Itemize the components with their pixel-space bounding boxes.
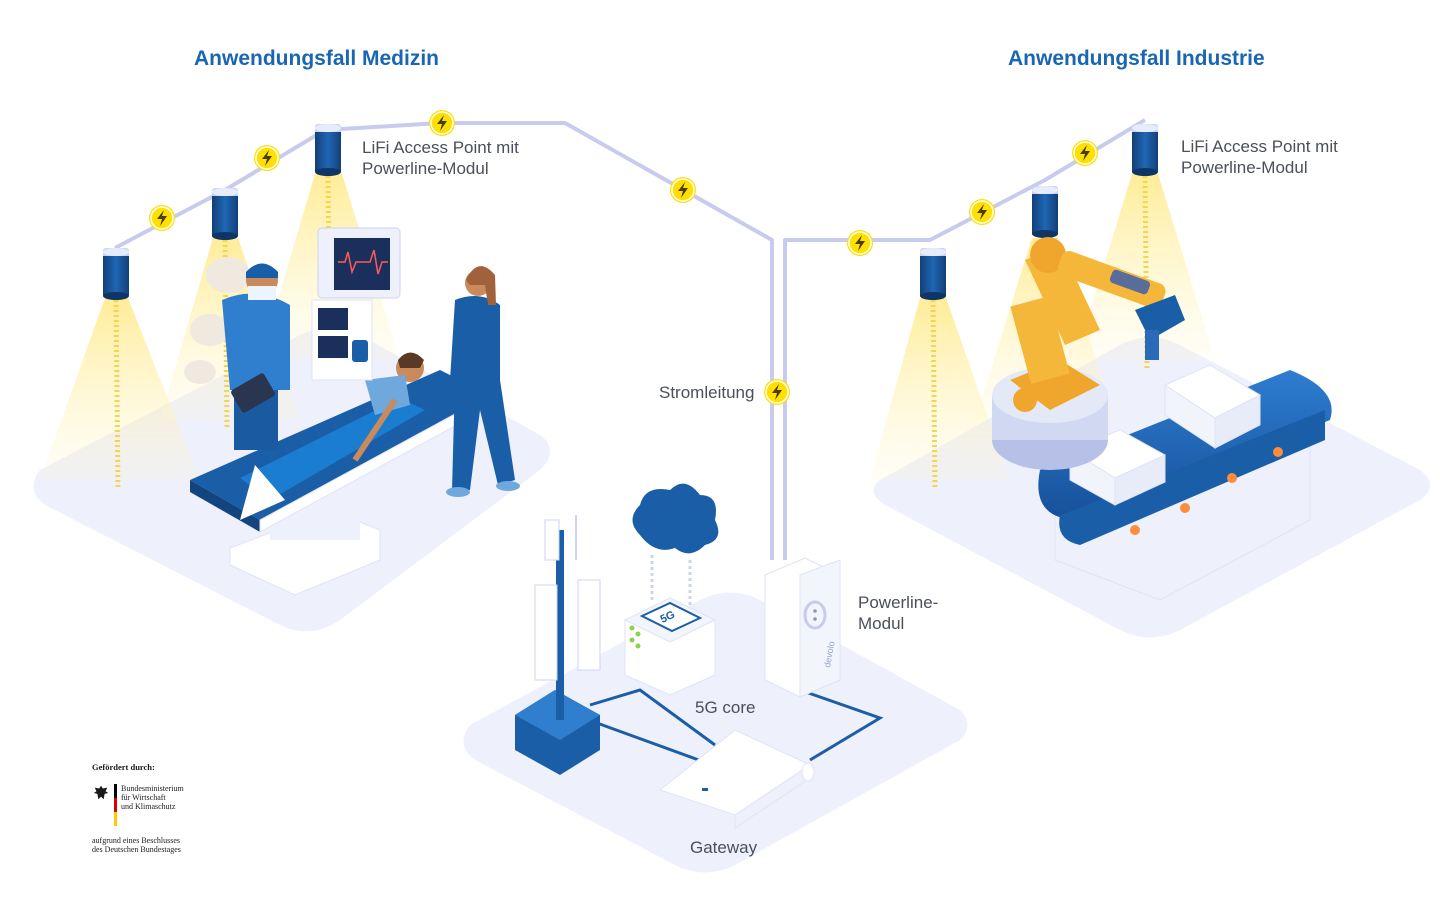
gateway-device	[658, 729, 815, 829]
federal-eagle-icon	[93, 785, 109, 800]
industry-scene	[992, 237, 1332, 601]
funding-label: Gefördert durch:	[92, 762, 155, 772]
label-powerline-module: Powerline- Modul	[858, 593, 939, 633]
label-5g-core: 5G core	[695, 698, 756, 717]
label-lifi-medical: LiFi Access Point mit Powerline-Modul	[362, 138, 519, 178]
label-power-line: Stromleitung	[659, 383, 755, 402]
german-flag-stripe	[114, 784, 117, 826]
antenna-tower	[515, 515, 601, 775]
plug-brand-label: devolo	[822, 640, 836, 668]
title-industry: Anwendungsfall Industrie	[1008, 47, 1265, 70]
cloud-icon	[632, 483, 719, 605]
ministry-name: Bundesministerium für Wirtschaft und Kli…	[121, 784, 184, 811]
label-gateway: Gateway	[690, 838, 758, 857]
5g-core-box	[623, 597, 717, 696]
funding-notice: Gefördert durch: Bundesministerium für W…	[92, 762, 222, 854]
title-medical: Anwendungsfall Medizin	[194, 47, 439, 70]
medical-scene	[184, 227, 520, 596]
funding-basis: aufgrund eines Beschlusses des Deutschen…	[92, 836, 181, 854]
5g-chip-label: 5G	[659, 609, 677, 626]
network-scene: 5G devolo	[515, 483, 884, 829]
powerline-plug	[764, 557, 841, 698]
label-lifi-industry: LiFi Access Point mit Powerline-Modul	[1181, 137, 1338, 177]
